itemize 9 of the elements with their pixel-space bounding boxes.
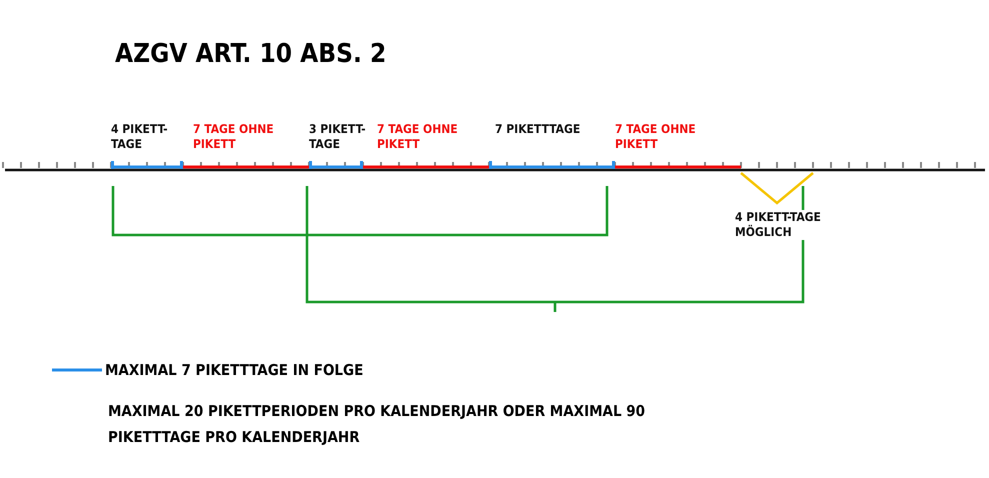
segment-label: 4 PIKETT-TAGE [111,122,169,152]
title: AZGV ART. 10 ABS. 2 [115,38,386,70]
segment-label: 7 TAGE OHNE PIKETT [377,122,459,152]
segment-label: 3 PIKETT-TAGE [309,122,367,152]
segment-label: 7 TAGE OHNE PIKETT [615,122,697,152]
legend-text: MAXIMAL 7 PIKETTTAGE IN FOLGE [105,360,364,380]
note-text: MAXIMAL 20 PIKETTPERIODEN PRO KALENDERJAHR ODER MAXIMAL 90 PIKETTTAGE PRO KALENDERJAHR [108,401,646,448]
segment-label: 7 PIKETTTAGE [495,122,582,137]
segment-label: 7 TAGE OHNE PIKETT [193,122,275,152]
